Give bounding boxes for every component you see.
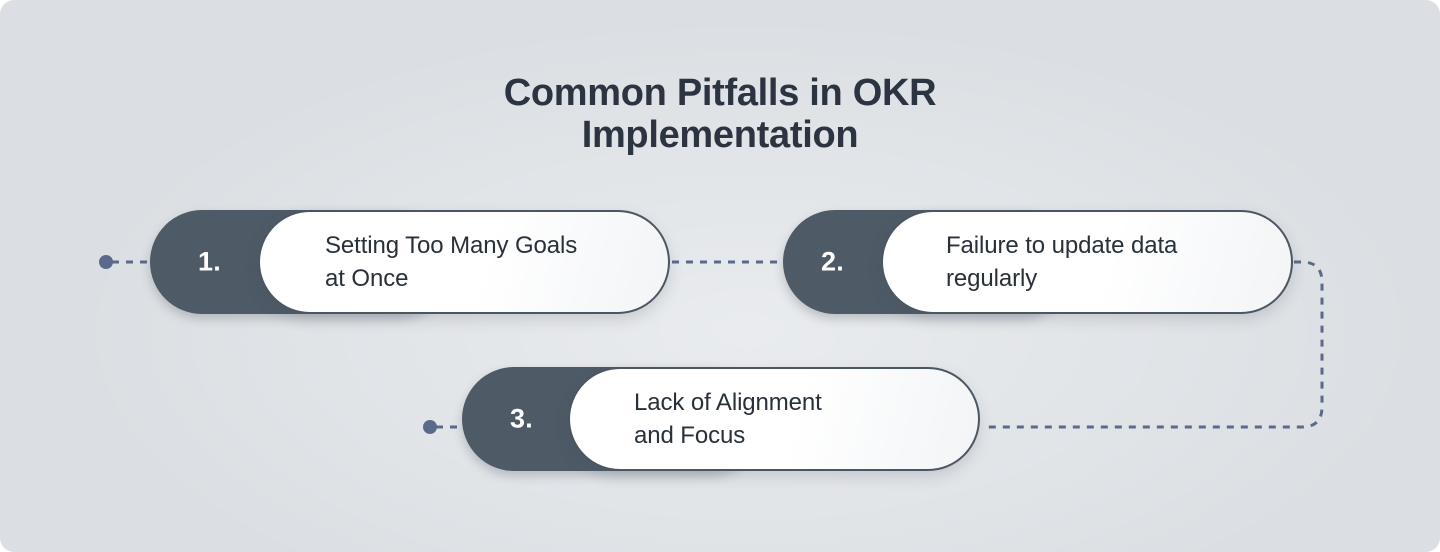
pitfall-text-pill-1: Setting Too Many Goals at Once [258,210,670,314]
connector-dot-start-1 [99,255,113,269]
pitfall-card-1[interactable]: 1. Setting Too Many Goals at Once [150,210,670,314]
page-title: Common Pitfalls in OKR Implementation [503,72,937,156]
pitfall-number-3: 3. [510,403,533,434]
pitfall-card-3[interactable]: 3. Lack of Alignment and Focus [462,367,980,471]
pitfall-card-2[interactable]: 2. Failure to update data regularly [783,210,1293,314]
pitfall-text-pill-2: Failure to update data regularly [881,210,1293,314]
pitfall-number-2: 2. [821,246,844,277]
pitfall-text-pill-3: Lack of Alignment and Focus [568,367,980,471]
pitfall-label-3: Lack of Alignment and Focus [634,389,822,449]
pitfall-label-1: Setting Too Many Goals at Once [325,232,578,292]
connector-dot-start-3 [423,420,437,434]
pitfall-label-2: Failure to update data regularly [946,232,1178,292]
pitfall-number-1: 1. [198,246,221,277]
